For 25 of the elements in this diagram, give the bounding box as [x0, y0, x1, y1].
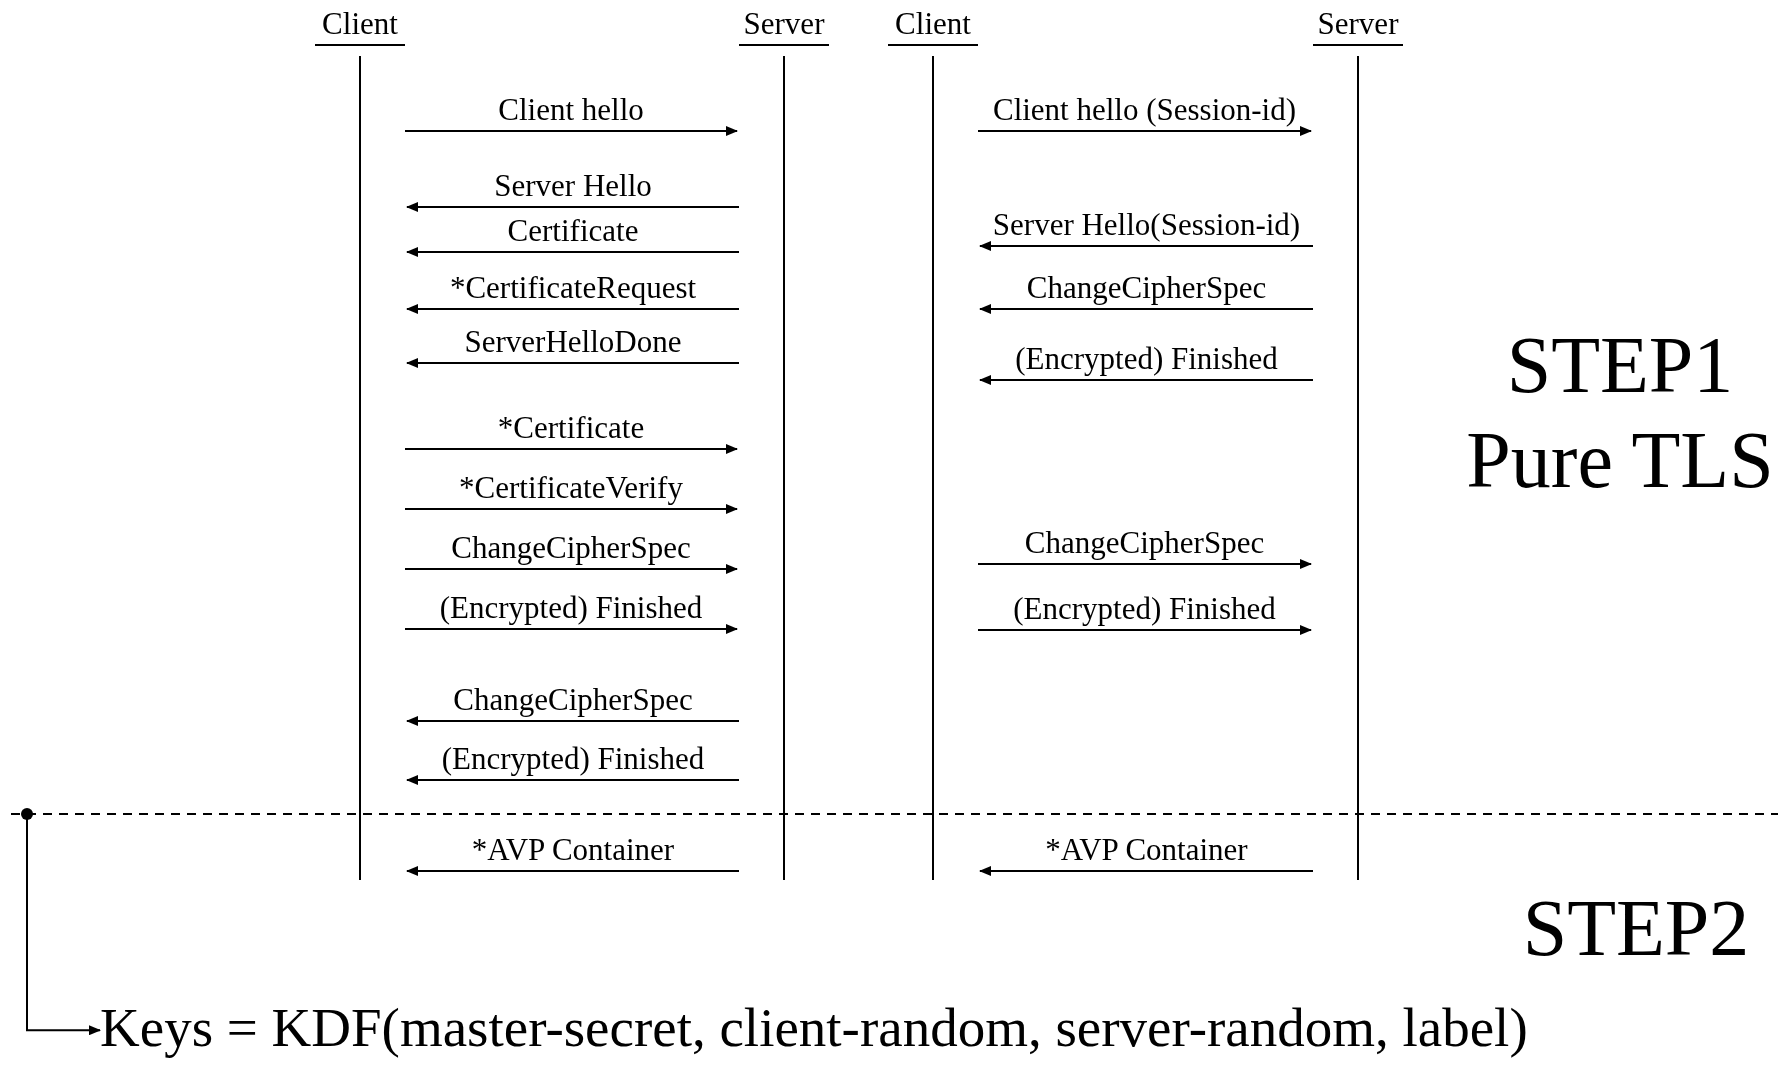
- message-arrow: [977, 126, 1312, 136]
- participant-name: Server: [1313, 4, 1403, 46]
- step-heading: STEP1: [1506, 325, 1734, 405]
- message-arrow: [977, 625, 1312, 635]
- message-arrow: [979, 375, 1314, 385]
- message-arrow: [979, 241, 1314, 251]
- message-arrow: [404, 126, 738, 136]
- step-heading: Pure TLS: [1466, 420, 1774, 500]
- message-arrow: [406, 304, 740, 314]
- message-arrow: [404, 444, 738, 454]
- step-heading: STEP2: [1522, 888, 1750, 968]
- message-arrow: [406, 358, 740, 368]
- message-arrow: [406, 202, 740, 212]
- message-arrow: [406, 775, 740, 785]
- participant-name: Client: [888, 4, 978, 46]
- message-arrow: [406, 866, 740, 876]
- message-arrow: [979, 866, 1314, 876]
- message-arrow: [404, 564, 738, 574]
- message-arrow: [406, 716, 740, 726]
- message-arrow: [406, 247, 740, 257]
- message-arrow: [977, 559, 1312, 569]
- message-arrow: [404, 504, 738, 514]
- participant-name: Client: [315, 4, 405, 46]
- message-arrow: [404, 624, 738, 634]
- participant-name: Server: [739, 4, 829, 46]
